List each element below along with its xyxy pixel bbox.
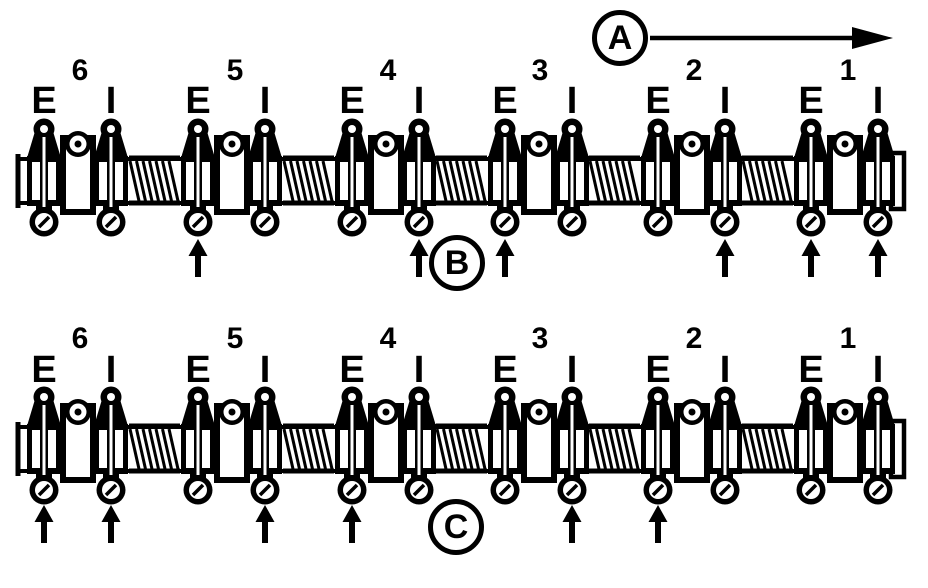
cyl-number: 4 (379, 54, 397, 87)
cyl-number: 4 (379, 322, 397, 355)
adjust-arrow-b-cyl1-intake (868, 239, 888, 277)
rocker-shaft-assembly-c (16, 387, 904, 505)
label-a: A (607, 18, 633, 57)
label-c-badge: C (428, 499, 484, 555)
intake-label: I (413, 349, 425, 391)
cyl-number: 6 (71, 322, 89, 355)
exhaust-label: E (185, 349, 211, 391)
exhaust-label: E (492, 349, 518, 391)
intake-label: I (566, 80, 578, 122)
intake-label: I (719, 349, 731, 391)
exhaust-label: E (645, 349, 671, 391)
exhaust-label: E (31, 80, 57, 122)
intake-label: I (105, 80, 117, 122)
cyl-number: 1 (839, 54, 857, 87)
adjust-arrow-c-cyl5-intake (255, 505, 275, 543)
label-c: C (443, 507, 469, 546)
intake-label: I (719, 80, 731, 122)
intake-label: I (259, 80, 271, 122)
label-a-badge: A (592, 10, 648, 66)
exhaust-label: E (798, 349, 824, 391)
adjust-arrow-b-cyl3-exhaust (495, 239, 515, 277)
exhaust-label: E (31, 349, 57, 391)
adjust-arrow-c-cyl4-exhaust (342, 505, 362, 543)
rocker-shaft-assembly-b (16, 119, 904, 237)
adjust-arrow-b-cyl1-exhaust (801, 239, 821, 277)
crank-direction-arrow (650, 27, 893, 49)
label-b: B (444, 243, 470, 282)
adjust-arrow-b-cyl5-exhaust (188, 239, 208, 277)
exhaust-label: E (645, 80, 671, 122)
intake-label: I (413, 80, 425, 122)
exhaust-label: E (339, 80, 365, 122)
cyl-number: 2 (685, 54, 703, 87)
exhaust-label: E (339, 349, 365, 391)
adjust-arrow-b-cyl4-intake (409, 239, 429, 277)
cyl-number: 5 (226, 322, 244, 355)
cyl-number: 6 (71, 54, 89, 87)
adjust-arrow-c-cyl6-intake (101, 505, 121, 543)
intake-label: I (105, 349, 117, 391)
adjust-arrow-c-cyl2-exhaust (648, 505, 668, 543)
adjust-arrow-c-cyl3-intake (562, 505, 582, 543)
intake-label: I (872, 349, 884, 391)
cyl-number: 3 (531, 54, 549, 87)
intake-label: I (872, 80, 884, 122)
cyl-number: 3 (531, 322, 549, 355)
cyl-number: 2 (685, 322, 703, 355)
exhaust-label: E (185, 80, 211, 122)
intake-label: I (566, 349, 578, 391)
cyl-number: 5 (226, 54, 244, 87)
exhaust-label: E (492, 80, 518, 122)
adjust-arrow-b-cyl2-intake (715, 239, 735, 277)
cyl-number: 1 (839, 322, 857, 355)
adjust-arrow-c-cyl6-exhaust (34, 505, 54, 543)
label-b-badge: B (429, 235, 485, 291)
intake-label: I (259, 349, 271, 391)
exhaust-label: E (798, 80, 824, 122)
